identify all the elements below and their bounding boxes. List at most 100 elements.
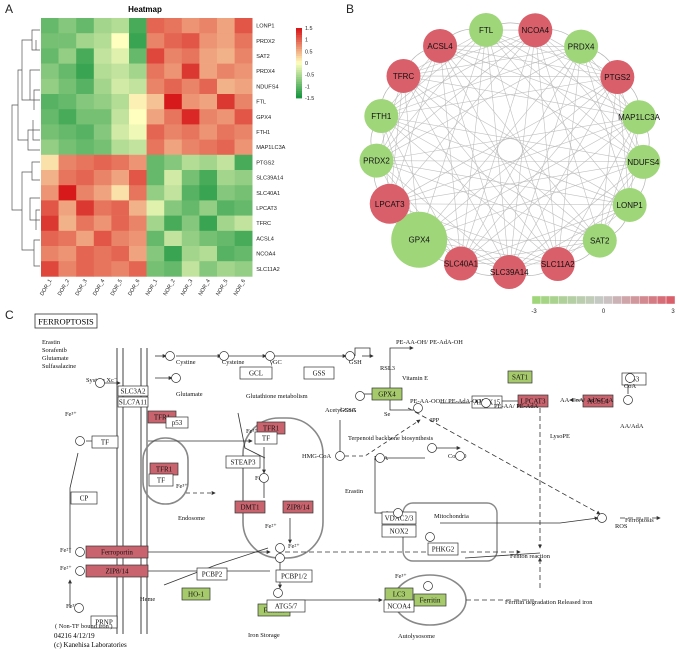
heatmap-cell bbox=[129, 261, 147, 277]
network-node-label: SLC11A2 bbox=[541, 260, 575, 269]
legend-swatch bbox=[296, 79, 302, 83]
heatmap-cell bbox=[93, 94, 112, 110]
network-node-circle bbox=[469, 12, 504, 47]
network-edge bbox=[599, 117, 640, 241]
network-node-circle bbox=[359, 143, 394, 178]
network-edge bbox=[376, 160, 600, 241]
scale-swatch bbox=[665, 295, 676, 305]
heatmap-cell bbox=[217, 18, 235, 34]
legend-swatch bbox=[296, 44, 302, 48]
network-node: SLC39A14 bbox=[490, 254, 529, 289]
heatmap-cell bbox=[217, 230, 235, 247]
heatmap-cell bbox=[199, 170, 218, 186]
pathway-gene-box: VDAC2/3 bbox=[381, 511, 417, 525]
pathway-compound-label: Erastin bbox=[345, 488, 364, 495]
heatmap-cell bbox=[146, 63, 165, 80]
network-node: GPX4 bbox=[391, 211, 448, 268]
network-node: MAP1LC3A bbox=[618, 100, 661, 135]
legend-swatch bbox=[296, 46, 302, 50]
network-node-label: PRDX2 bbox=[363, 157, 390, 166]
network-node: PRDX2 bbox=[359, 143, 394, 178]
network-edge bbox=[403, 75, 640, 118]
heatmap-cell bbox=[181, 246, 200, 262]
network-edge bbox=[535, 30, 601, 241]
network-node-circle bbox=[369, 183, 410, 224]
heatmap-cell bbox=[164, 63, 183, 80]
heatmap-cell bbox=[146, 33, 165, 49]
heatmap-cell bbox=[164, 78, 183, 95]
pathway-compound-label: Heme bbox=[140, 596, 155, 603]
pathway-compound-node bbox=[75, 436, 85, 446]
pathway-footer-copyright: (c) Kanehisa Laboratories bbox=[54, 641, 127, 649]
pathway-gene-box: SLC3A2 bbox=[117, 385, 149, 397]
heatmap-cell bbox=[199, 261, 218, 277]
heatmap-cell bbox=[93, 48, 112, 64]
network-edge bbox=[599, 76, 618, 241]
network-node-circle bbox=[391, 211, 448, 268]
heatmap-row-label: TFRC bbox=[256, 221, 271, 227]
heatmap-cell bbox=[217, 48, 235, 64]
pathway-gene-label: SAT1 bbox=[512, 374, 528, 382]
heatmap-cell bbox=[146, 18, 165, 34]
pathway-gene-label: ACSL4 bbox=[587, 398, 609, 406]
network-node-label: GPX4 bbox=[409, 236, 431, 245]
heatmap-cell bbox=[164, 139, 183, 156]
legend-swatch bbox=[296, 37, 302, 41]
heatmap-cell bbox=[41, 246, 59, 262]
heatmap-cell bbox=[181, 154, 200, 171]
heatmap-cell bbox=[111, 185, 130, 201]
pathway-gene-label: PHKG2 bbox=[432, 546, 455, 554]
heatmap-column-label: NOR_5 bbox=[215, 278, 229, 297]
heatmap-cell bbox=[93, 230, 112, 247]
network-node: FTL bbox=[469, 12, 504, 47]
network-edge bbox=[439, 45, 559, 265]
pathway-gene-box: GPX4 bbox=[371, 387, 403, 401]
legend-swatch bbox=[296, 95, 302, 99]
network-edge bbox=[389, 76, 618, 205]
heatmap-cell bbox=[199, 230, 218, 247]
pathway-gene-box: p53 bbox=[165, 416, 189, 429]
network-edge bbox=[381, 115, 644, 163]
heatmap-cell bbox=[234, 230, 253, 247]
network-edge bbox=[376, 160, 510, 273]
network-edge bbox=[419, 161, 644, 241]
network-edge bbox=[376, 160, 630, 206]
pathway-compound-label: Se bbox=[384, 411, 391, 418]
heatmap-row-label: SLC39A14 bbox=[256, 176, 283, 182]
network-edge bbox=[403, 75, 630, 206]
heatmap-cell bbox=[58, 185, 77, 201]
pathway-compound-node bbox=[623, 395, 633, 405]
pathway-gene-box: NCOA4 bbox=[383, 599, 415, 613]
network-node-label: SAT2 bbox=[590, 237, 610, 246]
legend-tick-label: -0.5 bbox=[305, 73, 314, 79]
network-node: LONP1 bbox=[612, 187, 647, 222]
heatmap-cell bbox=[111, 33, 130, 49]
network-node-circle bbox=[564, 29, 599, 64]
pathway-gene-box: TFR1 bbox=[256, 421, 286, 435]
heatmap-cell bbox=[146, 139, 165, 156]
heatmap-cell bbox=[129, 185, 147, 201]
heatmap-column-label: DOR_6 bbox=[127, 278, 141, 297]
pathway-compound-label: Cystine bbox=[176, 359, 196, 366]
legend-swatch bbox=[296, 35, 302, 38]
pathway-compound-node bbox=[74, 603, 84, 613]
heatmap-row-label: ACSL4 bbox=[256, 236, 274, 242]
heatmap-cell bbox=[41, 33, 59, 49]
pathway-gene-box: SAT1 bbox=[507, 370, 533, 384]
network-edge bbox=[418, 29, 487, 240]
network-edge bbox=[535, 29, 640, 118]
heatmap-cell bbox=[111, 154, 130, 171]
network-edge bbox=[557, 117, 640, 265]
pathway-gene-label: SLC3A2 bbox=[121, 388, 146, 396]
heatmap-cell bbox=[111, 18, 130, 34]
legend-swatch bbox=[296, 49, 302, 52]
network-edge bbox=[439, 45, 462, 264]
network-edge bbox=[580, 46, 644, 163]
pathway-compound-node bbox=[75, 547, 85, 557]
network-edge bbox=[460, 240, 600, 264]
pathway-gene-box: LC3 bbox=[384, 587, 414, 601]
heatmap-cell bbox=[129, 230, 147, 247]
pathway-compound-label: GSSG bbox=[340, 407, 357, 414]
network-edge bbox=[389, 45, 441, 204]
